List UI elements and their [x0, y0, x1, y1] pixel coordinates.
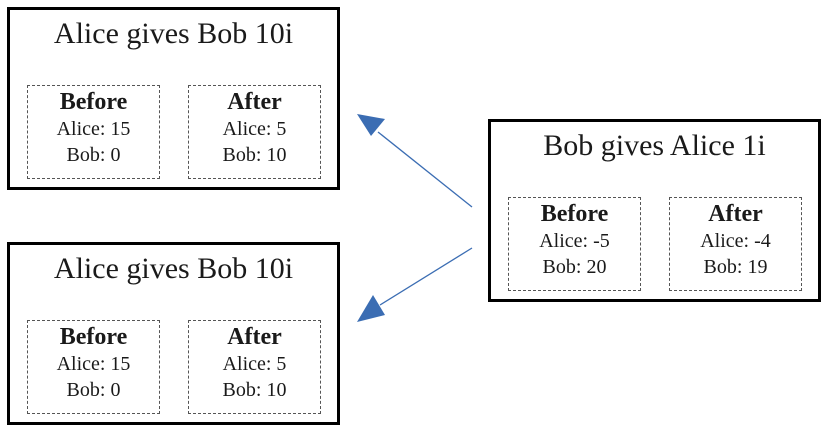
before-state: Before Alice: 15 Bob: 0 [27, 85, 160, 179]
alice-balance: Alice: -4 [700, 230, 771, 252]
transaction-box-bottom: Alice gives Bob 10i Before Alice: 15 Bob… [7, 242, 340, 425]
alice-balance: Alice: 15 [56, 118, 131, 140]
bob-balance: Bob: 10 [222, 379, 287, 401]
arrow-to-top [357, 114, 473, 208]
after-state: After Alice: -4 Bob: 19 [669, 197, 802, 291]
transaction-title: Bob gives Alice 1i [543, 129, 766, 162]
alice-balance: Alice: 15 [56, 353, 131, 375]
bob-balance: Bob: 0 [66, 379, 121, 401]
before-state: Before Alice: -5 Bob: 20 [508, 197, 641, 291]
alice-balance: Alice: -5 [539, 230, 610, 252]
transaction-box-top: Alice gives Bob 10i Before Alice: 15 Bob… [7, 7, 340, 190]
alice-balance: Alice: 5 [222, 353, 287, 375]
bob-balance: Bob: 20 [542, 256, 607, 278]
alice-balance: Alice: 5 [222, 118, 287, 140]
after-heading: After [227, 324, 282, 350]
bob-balance: Bob: 0 [66, 144, 121, 166]
after-heading: After [708, 201, 763, 227]
bob-balance: Bob: 19 [703, 256, 768, 278]
after-heading: After [227, 89, 282, 115]
bob-balance: Bob: 10 [222, 144, 287, 166]
after-state: After Alice: 5 Bob: 10 [188, 85, 321, 179]
before-state: Before Alice: 15 Bob: 0 [27, 320, 160, 414]
before-heading: Before [59, 89, 128, 115]
arrow-to-bottom [357, 247, 473, 322]
before-heading: Before [540, 201, 609, 227]
after-state: After Alice: 5 Bob: 10 [188, 320, 321, 414]
transaction-box-right: Bob gives Alice 1i Before Alice: -5 Bob:… [488, 119, 821, 302]
transaction-title: Alice gives Bob 10i [53, 17, 294, 50]
transaction-title: Alice gives Bob 10i [53, 252, 294, 285]
before-heading: Before [59, 324, 128, 350]
